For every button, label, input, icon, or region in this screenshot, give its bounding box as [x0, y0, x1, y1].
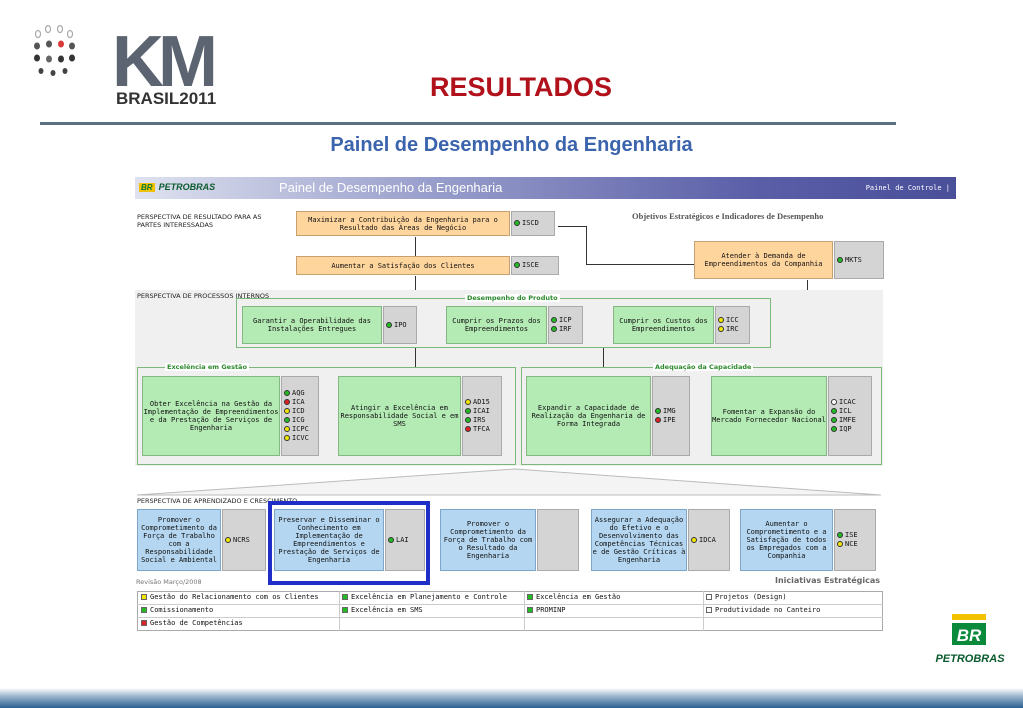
objective-satisfacao-empregados[interactable]: Aumentar o Comprometimento e a Satisfaçã…: [740, 509, 833, 571]
legend-item[interactable]: Produtividade no Canteiro: [706, 606, 820, 614]
status-dot-green: [514, 220, 520, 226]
objective-maximizar[interactable]: Maximizar a Contribuição da Engenharia p…: [296, 211, 510, 236]
objective-conhecimento[interactable]: Preservar e Disseminar o Conhecimento em…: [274, 509, 384, 571]
svg-text:PETROBRAS: PETROBRAS: [935, 653, 1005, 665]
perspective-result-label: PERSPECTIVA DE RESULTADO PARA AS PARTES …: [137, 213, 262, 229]
indicator-box-isce: ISCE: [511, 256, 559, 275]
indicator-box-sms: AD15 ICAI IRS TFCA: [462, 376, 502, 456]
bottom-band: [0, 688, 1023, 708]
indicator-box-iscd: ISCD: [511, 211, 555, 236]
connector: [415, 276, 416, 292]
objective-demanda[interactable]: Atender à Demanda de Empreendimentos da …: [694, 241, 833, 279]
objectives-title: Objetivos Estratégicos e Indicadores de …: [632, 211, 824, 221]
legend-item[interactable]: Projetos (Design): [706, 593, 787, 601]
objective-excelencia-gestao[interactable]: Obter Excelência na Gestão da Implementa…: [142, 376, 280, 456]
indicator-box-custos: ICC IRC: [715, 306, 750, 344]
indicator-box-ncrs: NCRS: [222, 509, 266, 571]
indicator-box-mkts: MKTS: [834, 241, 884, 279]
objective-comprometimento[interactable]: Promover o Comprometimento da Força de T…: [137, 509, 221, 571]
connector: [603, 348, 604, 367]
indicator-box-empty: [537, 509, 579, 571]
legend-item[interactable]: Excelência em SMS: [342, 606, 423, 614]
indicator-box-excelencia-gestao: AQG ICA ICD ICG ICPC ICVC: [281, 376, 319, 456]
legend-item[interactable]: Gestão de Competências: [141, 619, 243, 627]
perspective-process-label: PERSPECTIVA DE PROCESSOS INTERNOS: [137, 292, 270, 300]
indicator-box-ise: ISE NCE: [834, 509, 876, 571]
svg-text:KM: KM: [112, 22, 214, 102]
indicator-box-ipo: IPO: [383, 306, 417, 344]
highlight-frame: [268, 501, 430, 585]
svg-text:BR: BR: [957, 626, 982, 645]
indicator-box-lai: LAI: [385, 509, 425, 571]
connector: [558, 226, 586, 227]
legend-item[interactable]: Comissionamento: [141, 606, 213, 614]
learning-separator: [136, 468, 882, 496]
legend-item[interactable]: Excelência em Gestão: [527, 593, 620, 601]
objective-operabilidade[interactable]: Garantir a Operabilidade das Instalações…: [242, 306, 382, 344]
indicator-box-fomentar: ICAC ICL IMFE IQP: [828, 376, 872, 456]
objective-comprometimento-resultado[interactable]: Promover o Comprometimento da Força de T…: [440, 509, 536, 571]
svg-text:BRASIL2011: BRASIL2011: [116, 89, 216, 108]
km-brasil-2011-logo: KM BRASIL2011: [34, 22, 220, 108]
objective-custos[interactable]: Cumprir os Custos dos Empreendimentos: [613, 306, 714, 344]
group-desempenho-label: Desempenho do Produto: [465, 294, 560, 302]
connector: [415, 348, 416, 367]
indicator-box-prazos: ICP IRF: [548, 306, 583, 344]
legend-item[interactable]: Gestão do Relacionamento com os Clientes: [141, 593, 319, 601]
initiatives-title: Iniciativas Estratégicas: [775, 576, 881, 585]
indicator-box-expandir: IMG IPE: [652, 376, 690, 456]
legend-item[interactable]: PROMINP: [527, 606, 566, 614]
panel-bar-title: Painel de Desempenho da Engenharia: [279, 180, 503, 195]
objective-excelencia-sms[interactable]: Atingir a Excelência em Responsabilidade…: [338, 376, 461, 456]
control-panel-link[interactable]: Painel de Controle |: [865, 184, 950, 192]
indicator-box-idca: IDCA: [688, 509, 730, 571]
page-subtitle: Painel de Desempenho da Engenharia: [330, 134, 693, 156]
title-divider: [40, 122, 896, 125]
connector: [586, 226, 587, 264]
petrobras-footer-logo: BR PETROBRAS: [935, 614, 1005, 665]
objective-satisfacao[interactable]: Aumentar a Satisfação dos Clientes: [296, 256, 510, 275]
connector: [586, 264, 694, 265]
page-title: RESULTADOS: [430, 72, 612, 102]
objective-prazos[interactable]: Cumprir os Prazos dos Empreendimentos: [446, 306, 547, 344]
objective-expandir[interactable]: Expandir a Capacidade de Realização da E…: [526, 376, 651, 456]
initiatives-table: [137, 591, 883, 631]
perspective-learning-label: PERSPECTIVA DE APRENDIZADO E CRESCIMENTO: [137, 497, 298, 505]
group-excelencia-label: Excelência em Gestão: [165, 363, 249, 371]
connector: [415, 237, 416, 256]
group-excelencia-frame: [137, 367, 516, 465]
objective-fomentar[interactable]: Fomentar a Expansão do Mercado Fornecedo…: [711, 376, 827, 456]
revision-label: Revisão Março/2008: [136, 578, 202, 586]
objective-adequacao[interactable]: Assegurar a Adequação do Efetivo e o Des…: [591, 509, 687, 571]
legend-item[interactable]: Excelência em Planejamento e Controle: [342, 593, 507, 601]
group-adequacao-label: Adequação da Capacidade: [653, 363, 754, 371]
